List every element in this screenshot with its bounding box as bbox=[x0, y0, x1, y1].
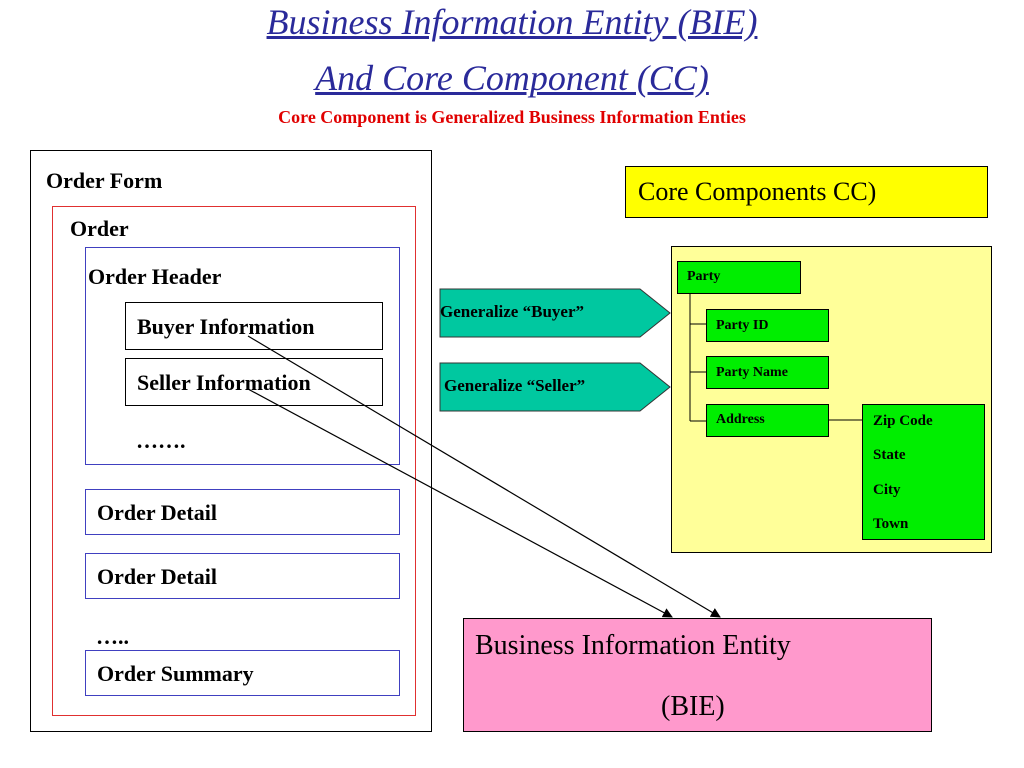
order-header-label: Order Header bbox=[88, 264, 222, 289]
order-summary-box: Order Summary bbox=[85, 650, 400, 696]
seller-to-bie-arrow bbox=[247, 388, 673, 618]
buyer-to-bie-arrow bbox=[247, 335, 721, 618]
address-box: Address bbox=[706, 404, 829, 437]
seller-information-box: Seller Information bbox=[125, 358, 383, 406]
address-field-city: City bbox=[873, 482, 901, 498]
party-id-box: Party ID bbox=[706, 309, 829, 342]
header-ellipsis: ……. bbox=[136, 428, 186, 453]
party-name-box: Party Name bbox=[706, 356, 829, 389]
party-id-label: Party ID bbox=[716, 318, 769, 333]
title-line-2: And Core Component (CC) bbox=[315, 58, 709, 98]
order-detail-box-2: Order Detail bbox=[85, 553, 400, 599]
address-fields-box: Zip Code State City Town bbox=[862, 404, 985, 540]
core-components-box: Core Components CC) bbox=[625, 166, 988, 218]
bie-box: Business Information Entity (BIE) bbox=[463, 618, 932, 732]
party-box: Party bbox=[677, 261, 801, 294]
seller-information-label: Seller Information bbox=[137, 370, 311, 395]
order-ellipsis: ….. bbox=[96, 624, 129, 649]
order-detail-label-2: Order Detail bbox=[97, 564, 217, 589]
order-form-label: Order Form bbox=[46, 168, 163, 193]
buyer-information-box: Buyer Information bbox=[125, 302, 383, 350]
party-label: Party bbox=[687, 269, 721, 284]
generalize-seller-label: Generalize “Seller” bbox=[444, 376, 586, 395]
order-box bbox=[52, 206, 416, 716]
address-field-state: State bbox=[873, 447, 906, 463]
subtitle: Core Component is Generalized Business I… bbox=[278, 107, 746, 127]
generalize-buyer-label: Generalize “Buyer” bbox=[440, 302, 584, 321]
core-components-title: Core Components CC) bbox=[638, 177, 877, 206]
order-detail-label-1: Order Detail bbox=[97, 500, 217, 525]
buyer-information-label: Buyer Information bbox=[137, 314, 315, 339]
bie-line-2: (BIE) bbox=[661, 691, 725, 722]
order-label: Order bbox=[70, 216, 129, 241]
order-summary-label: Order Summary bbox=[97, 661, 254, 686]
address-label: Address bbox=[716, 412, 765, 427]
order-header-box bbox=[85, 247, 400, 465]
generalize-buyer-arrow bbox=[439, 288, 671, 338]
title-line-1: Business Information Entity (BIE) bbox=[266, 2, 758, 42]
address-field-town: Town bbox=[873, 516, 909, 532]
address-field-zip: Zip Code bbox=[873, 413, 933, 429]
generalize-seller-arrow bbox=[439, 362, 671, 412]
bie-line-1: Business Information Entity bbox=[475, 630, 791, 661]
party-name-label: Party Name bbox=[716, 365, 788, 380]
order-detail-box-1: Order Detail bbox=[85, 489, 400, 535]
